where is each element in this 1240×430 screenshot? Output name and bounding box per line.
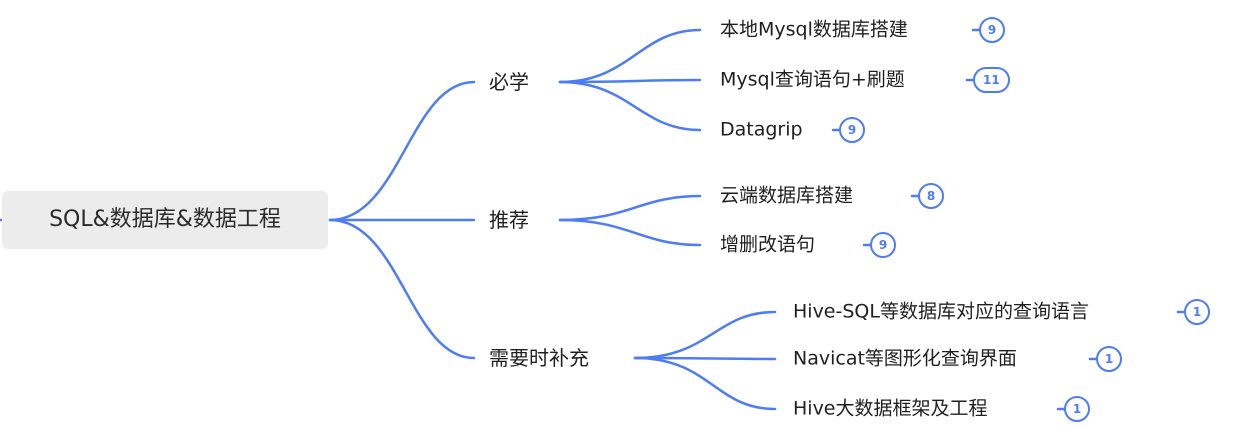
connector-root-bixue bbox=[328, 80, 476, 222]
connector-xuyao-2 bbox=[633, 356, 777, 361]
leaf-label: Hive大数据框架及工程 bbox=[793, 397, 988, 420]
leaf-mysql-query-practice[interactable]: Mysql查询语句+刷题 bbox=[720, 68, 905, 91]
leaf-label: Hive-SQL等数据库对应的查询语言 bbox=[793, 300, 1089, 323]
leaf-crud-statements[interactable]: 增删改语句 bbox=[720, 233, 816, 256]
leaf-hive-bigdata-framework[interactable]: Hive大数据框架及工程 bbox=[793, 397, 988, 420]
badge-count: 1 bbox=[1104, 352, 1114, 366]
leaf-cloud-db-setup[interactable]: 云端数据库搭建 bbox=[720, 184, 854, 207]
collapsed-count-badge[interactable]: 11 bbox=[973, 67, 1010, 93]
branch-label: 需要时补充 bbox=[489, 346, 589, 370]
leaf-local-mysql-setup[interactable]: 本地Mysql数据库搭建 bbox=[720, 18, 908, 41]
badge-count: 1 bbox=[1072, 402, 1082, 416]
badge-count: 11 bbox=[983, 73, 1000, 87]
leaf-datagrip[interactable]: Datagrip bbox=[720, 118, 803, 141]
badge-count: 9 bbox=[987, 23, 997, 37]
leaf-label: 云端数据库搭建 bbox=[720, 184, 854, 207]
leaf-label: Navicat等图形化查询界面 bbox=[793, 347, 1017, 370]
connector-tuijian-1 bbox=[558, 194, 702, 222]
connector-bixue-1 bbox=[558, 28, 702, 84]
root-node-label: SQL&数据库&数据工程 bbox=[49, 207, 281, 232]
collapsed-count-badge[interactable]: 1 bbox=[1184, 299, 1210, 325]
badge-count: 9 bbox=[878, 238, 888, 252]
connector-xuyao-3 bbox=[633, 356, 777, 411]
connector-xuyao-1 bbox=[633, 310, 777, 360]
leaf-label: Mysql查询语句+刷题 bbox=[720, 68, 905, 91]
branch-label: 必学 bbox=[489, 70, 529, 94]
collapsed-count-badge[interactable]: 9 bbox=[979, 17, 1005, 43]
leaf-label: 增删改语句 bbox=[720, 233, 816, 256]
badge-count: 9 bbox=[847, 123, 857, 137]
collapsed-count-badge[interactable]: 1 bbox=[1096, 346, 1122, 372]
leaf-label: Datagrip bbox=[720, 118, 803, 141]
collapsed-count-badge[interactable]: 9 bbox=[870, 232, 896, 258]
badge-count: 8 bbox=[926, 189, 936, 203]
branch-tuijian[interactable]: 推荐 bbox=[489, 210, 529, 230]
collapsed-count-badge[interactable]: 9 bbox=[839, 117, 865, 143]
leaf-hive-sql[interactable]: Hive-SQL等数据库对应的查询语言 bbox=[793, 300, 1089, 323]
collapsed-count-badge[interactable]: 1 bbox=[1064, 396, 1090, 422]
connector-root-xuyao bbox=[328, 218, 476, 360]
branch-label: 推荐 bbox=[489, 208, 529, 232]
collapsed-count-badge[interactable]: 8 bbox=[918, 183, 944, 209]
branch-bixue[interactable]: 必学 bbox=[489, 72, 529, 92]
connector-tuijian-2 bbox=[558, 218, 702, 247]
leaf-navicat-gui[interactable]: Navicat等图形化查询界面 bbox=[793, 347, 1017, 370]
leaf-label: 本地Mysql数据库搭建 bbox=[720, 18, 908, 41]
root-node[interactable]: SQL&数据库&数据工程 bbox=[2, 191, 328, 249]
connector-bixue-3 bbox=[558, 80, 702, 132]
branch-xuyao[interactable]: 需要时补充 bbox=[489, 348, 589, 368]
badge-count: 1 bbox=[1192, 305, 1202, 319]
connector-bixue-2 bbox=[558, 78, 702, 84]
